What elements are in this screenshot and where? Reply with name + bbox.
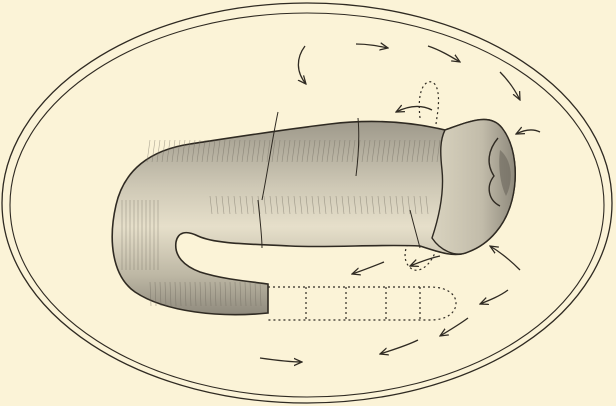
dotted-future-segments bbox=[268, 287, 456, 320]
flow-arrow bbox=[380, 340, 418, 354]
flow-arrow bbox=[490, 246, 520, 270]
flow-arrow bbox=[396, 106, 432, 112]
flow-arrow bbox=[516, 130, 540, 134]
flow-arrow bbox=[298, 46, 306, 84]
upper-dotted-bud bbox=[419, 82, 438, 124]
flow-arrow bbox=[500, 72, 520, 100]
dotted-segment-row bbox=[268, 287, 456, 320]
flow-arrow bbox=[356, 44, 388, 48]
flow-arrow bbox=[410, 256, 440, 266]
flow-arrow bbox=[480, 290, 508, 304]
flow-arrow bbox=[428, 46, 460, 62]
flow-arrow bbox=[260, 358, 302, 362]
flow-arrow bbox=[440, 318, 468, 336]
flow-arrow bbox=[352, 262, 384, 274]
